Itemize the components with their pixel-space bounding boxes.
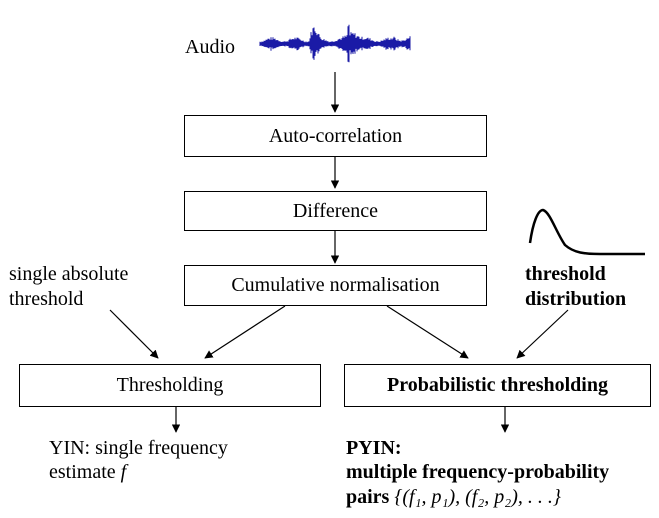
yin-output-estimate-text: estimate	[49, 461, 116, 483]
arrow-single-threshold-to-thresholding	[109, 309, 159, 359]
audio-waveform-trace	[259, 24, 411, 63]
thresholding-box: Thresholding	[19, 364, 321, 407]
yin-output-frequency-symbol: f	[120, 461, 127, 483]
threshold-distribution-curve-icon	[528, 208, 645, 256]
arrow-cumulative-to-probabilistic	[386, 305, 469, 359]
single-threshold-label-line2: threshold	[9, 288, 84, 310]
thresholding-label: Thresholding	[116, 374, 224, 396]
yin-output-line2: estimate f	[49, 460, 126, 484]
probabilistic-thresholding-box: Probabilistic thresholding	[344, 364, 651, 407]
pyin-output-pairs-text: pairs	[346, 486, 390, 508]
threshold-distribution-label-line1: threshold	[525, 263, 606, 285]
difference-label: Difference	[292, 199, 379, 222]
yin-output-line1: YIN: single frequency	[49, 437, 228, 459]
pyin-output-line3: pairs {(f₁, p₁), (f₂, p₂), . . .}	[346, 485, 561, 509]
single-threshold-label-line1: single absolute	[9, 263, 129, 285]
difference-box: Difference	[184, 191, 487, 231]
arrow-cumulative-to-thresholding	[204, 305, 286, 359]
probabilistic-thresholding-label: Probabilistic thresholding	[387, 374, 608, 396]
arrow-distribution-to-probabilistic	[516, 309, 569, 359]
pyin-output-pairs-set: {(f₁, p₁), (f₂, p₂), . . .}	[394, 486, 561, 508]
pyin-output-line1: PYIN:	[346, 437, 402, 459]
audio-label: Audio	[185, 36, 235, 58]
cumulative-normalisation-label: Cumulative normalisation	[231, 274, 440, 296]
audio-waveform-icon	[259, 24, 411, 63]
threshold-distribution-label-line2: distribution	[525, 288, 627, 310]
autocorrelation-box: Auto-correlation	[184, 115, 487, 157]
autocorrelation-label: Auto-correlation	[268, 124, 403, 147]
cumulative-normalisation-box: Cumulative normalisation	[184, 265, 487, 306]
pyin-output-line2: multiple frequency-probability	[346, 461, 610, 483]
